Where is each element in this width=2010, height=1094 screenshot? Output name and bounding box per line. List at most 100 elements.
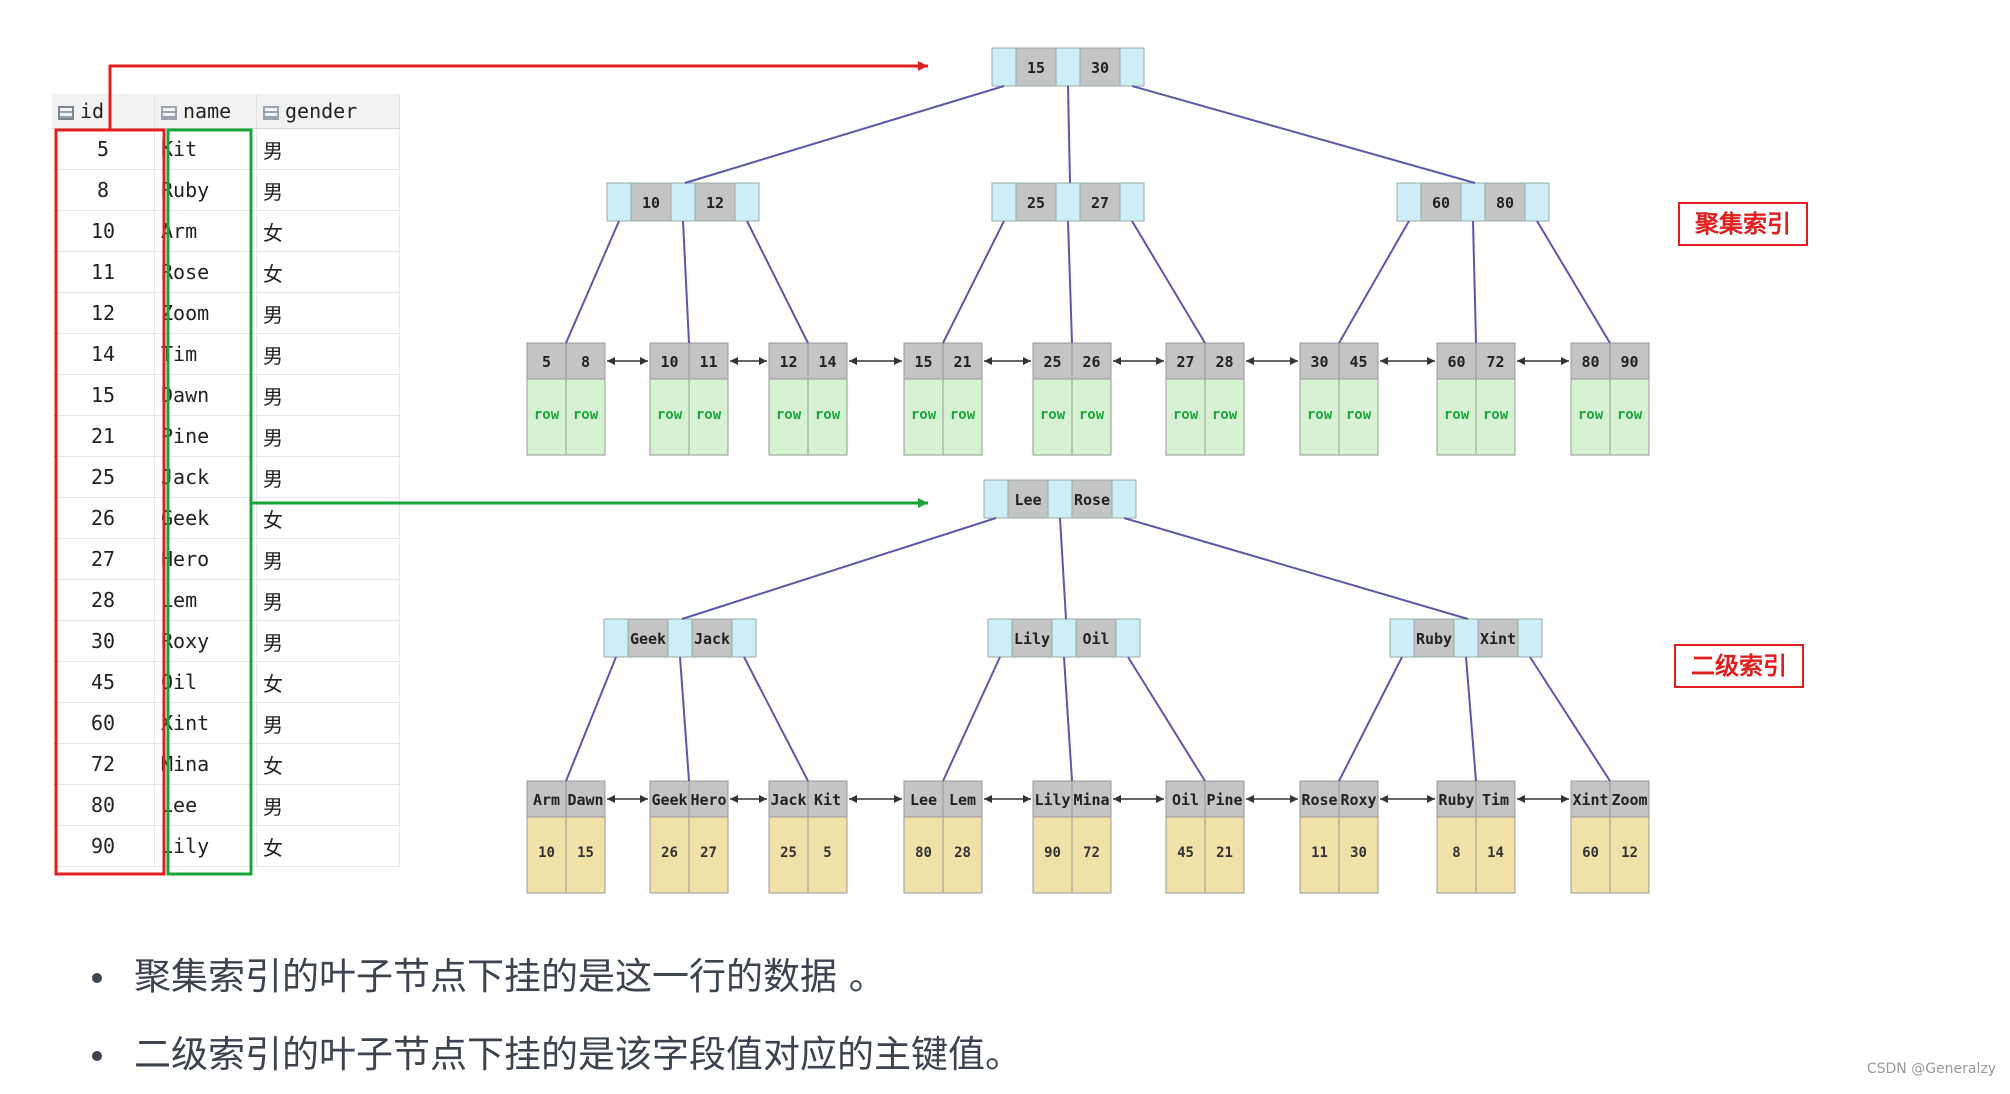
tree-edge [1123,517,1469,620]
node-cell [1111,479,1137,519]
leaf-key-cell [1338,342,1379,380]
leaf-key: 12 [779,353,797,371]
leaf-key: Zoom [1611,791,1647,809]
leaf-key: Rose [1301,791,1337,809]
gender-cell: 女 [256,251,400,293]
leaf-data-cell [768,378,809,456]
name-column-header[interactable]: name [154,94,257,129]
gender-cell: 男 [256,128,400,170]
leaf-key-cell [1609,780,1650,818]
id-cell: 25 [52,456,155,498]
leaf-data-cell [1299,378,1340,456]
leaf-key-cell [649,342,690,380]
leaf-data: row [1346,407,1372,423]
leaf-data: 30 [1350,845,1367,861]
leaf-key-cell [1032,342,1073,380]
gender-cell: 男 [256,784,400,826]
tree-edge [1059,517,1067,620]
leaf-key-cell [526,780,567,818]
node-cell [1055,182,1081,222]
tree-edge [1131,85,1476,184]
leaf-data: row [776,407,802,423]
node-key: Xint [1480,630,1516,648]
node-cell [1396,182,1422,222]
leaf-data: row [696,407,722,423]
gender-cell: 男 [256,415,400,457]
leaf-key-cell [1204,780,1245,818]
id-column-header[interactable]: id [52,94,155,129]
leaf-data-cell [1609,378,1650,456]
gender-cell: 女 [256,743,400,785]
leaf-data: row [1483,407,1509,423]
note-text: 聚集索引的叶子节点下挂的是这一行的数据 。 [134,955,886,998]
gender-cell: 男 [256,374,400,416]
note-list: 聚集索引的叶子节点下挂的是这一行的数据 。 二级索引的叶子节点下挂的是该字段值对… [92,938,1022,1094]
leaf-data: 80 [915,845,932,861]
leaf-data: 11 [1311,845,1328,861]
name-cell: Kit [154,128,257,170]
leaf-key: 26 [1082,353,1100,371]
node-key: Lee [1014,491,1041,509]
node-cell [1119,182,1145,222]
leaf-key: 10 [660,353,678,371]
leaf-key-cell [1032,780,1073,818]
red-arrow-to-clustered-index [108,61,928,130]
leaf-data: row [911,407,937,423]
name-column-frame [166,128,253,876]
leaf-data-cell [1032,378,1073,456]
leaf-key: 90 [1620,353,1638,371]
name-cell: Tim [154,333,257,375]
leaf-data-cell [649,378,690,456]
tree-edge [942,220,1005,344]
gender-cell: 男 [256,292,400,334]
gender-cell: 女 [256,661,400,703]
leaf-data: row [1040,407,1066,423]
leaf-key-cell [768,780,809,818]
leaf-data-cell [1338,378,1379,456]
tree-edge [746,220,809,344]
node-cell [670,182,696,222]
leaf-key: Ruby [1438,791,1474,809]
name-cell: Lily [154,825,257,867]
leaf-key-cell [526,342,567,380]
tree-edge [942,656,1001,782]
gender-column-header[interactable]: gender [256,94,400,129]
node-cell [1517,618,1543,658]
leaf-data: row [1307,407,1333,423]
name-cell: Lee [154,784,257,826]
tree-edge [1127,656,1206,782]
node-key: Lily [1014,630,1050,648]
node-cell [991,182,1017,222]
tree-edge [1067,85,1071,184]
leaf-data-cell [1165,378,1206,456]
leaf-key: Xint [1572,791,1608,809]
leaf-key: 11 [699,353,717,371]
leaf-data-cell [903,378,944,456]
leaf-data-cell [1032,816,1073,894]
